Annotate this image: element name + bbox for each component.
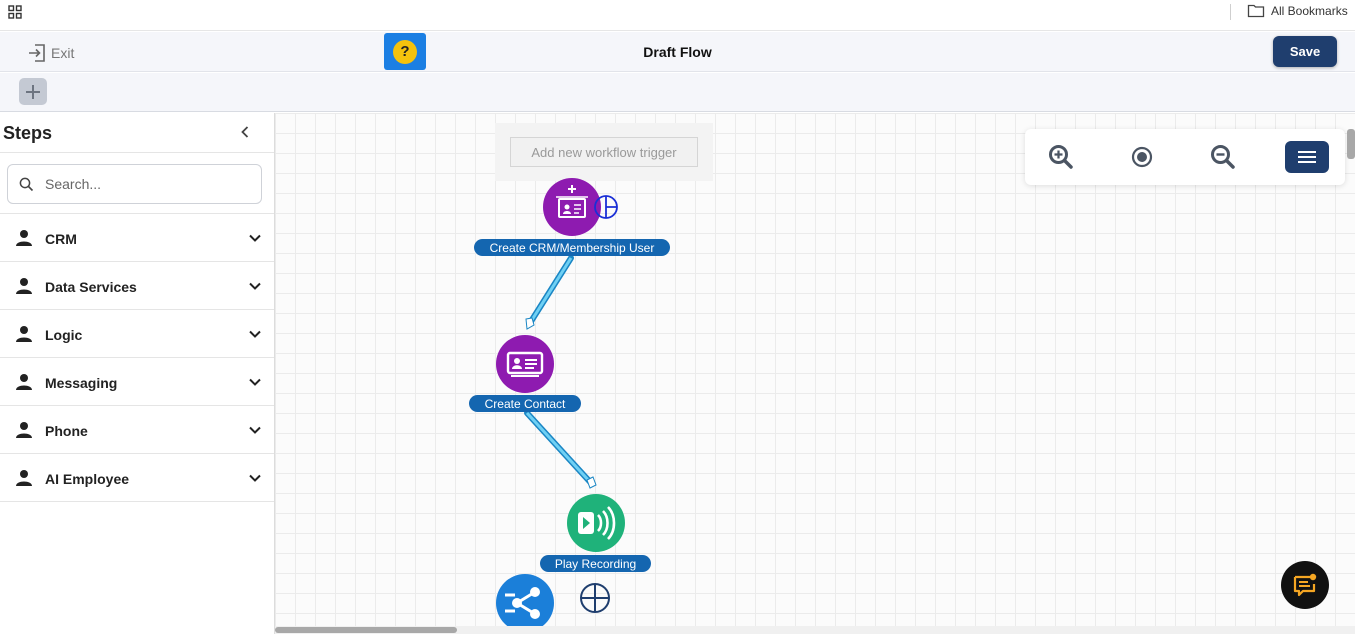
play-recording-icon[interactable] — [566, 493, 626, 553]
save-button[interactable]: Save — [1273, 36, 1337, 67]
category-label: Phone — [45, 423, 88, 439]
chevron-down-icon — [249, 330, 261, 338]
category-label: Messaging — [45, 375, 118, 391]
person-icon — [16, 470, 32, 486]
crm-user-icon[interactable] — [542, 177, 602, 237]
connector-2-inner — [525, 411, 593, 485]
category-phone[interactable]: Phone — [0, 406, 274, 454]
category-label: Logic — [45, 327, 83, 343]
vertical-scrollbar[interactable] — [1347, 129, 1355, 159]
person-icon — [16, 326, 32, 342]
trigger-area: Add new workflow trigger — [495, 123, 713, 181]
contact-card-icon[interactable] — [495, 334, 555, 394]
category-label: Data Services — [45, 279, 137, 295]
search-input[interactable] — [45, 174, 255, 194]
search-box — [7, 164, 262, 204]
step-categories: CRM Data Services Logic Messaging Phone … — [0, 213, 274, 502]
steps-sidebar: Steps CRM Data Services Logic Mess — [0, 113, 275, 634]
chat-widget-button[interactable] — [1281, 561, 1329, 609]
zoom-controls — [1025, 129, 1345, 185]
reset-zoom-icon[interactable] — [1131, 144, 1153, 170]
person-icon — [16, 230, 32, 246]
connector-2-end — [586, 476, 597, 489]
bookmarks-bar: All Bookmarks — [0, 0, 1355, 31]
category-logic[interactable]: Logic — [0, 310, 274, 358]
sidebar-header: Steps — [0, 113, 274, 153]
connector-1-inner — [528, 257, 573, 324]
canvas-toolbar — [0, 73, 1355, 112]
exit-button[interactable]: Exit — [27, 43, 74, 63]
chevron-down-icon — [249, 282, 261, 290]
workflow-canvas[interactable]: Add new workflow trigger Create CRM/Memb… — [275, 113, 1355, 626]
app-header: Exit ? Draft Flow Save — [0, 32, 1355, 72]
plus-icon — [26, 84, 40, 99]
hamburger-icon — [1298, 151, 1316, 163]
folder-icon[interactable] — [1247, 3, 1265, 18]
exit-label: Exit — [51, 45, 75, 61]
search-icon — [19, 177, 34, 192]
horizontal-scrollbar[interactable] — [275, 626, 1355, 634]
add-branch-icon[interactable] — [579, 582, 611, 614]
node-label-create-contact[interactable]: Create Contact — [469, 395, 581, 412]
add-step-button[interactable] — [19, 78, 47, 105]
chevron-down-icon — [249, 234, 261, 242]
category-data-services[interactable]: Data Services — [0, 262, 274, 310]
add-branch-icon[interactable] — [593, 194, 619, 220]
category-ai-employee[interactable]: AI Employee — [0, 454, 274, 502]
category-messaging[interactable]: Messaging — [0, 358, 274, 406]
chat-icon — [1293, 573, 1317, 597]
apps-grid-icon[interactable] — [8, 5, 22, 19]
category-label: CRM — [45, 231, 77, 247]
chevron-down-icon — [249, 474, 261, 482]
canvas-menu-button[interactable] — [1285, 141, 1329, 173]
help-icon: ? — [393, 39, 417, 64]
category-crm[interactable]: CRM — [0, 214, 274, 262]
chevron-down-icon — [249, 378, 261, 386]
chevron-down-icon — [249, 426, 261, 434]
person-icon — [16, 278, 32, 294]
exit-icon — [29, 44, 45, 62]
page-title: Draft Flow — [643, 44, 712, 60]
flow-connectors — [524, 255, 597, 489]
sidebar-title: Steps — [3, 123, 53, 143]
share-icon[interactable] — [495, 573, 555, 626]
node-label-create-crm-user[interactable]: Create CRM/Membership User — [474, 239, 670, 256]
connector-1-end — [525, 317, 535, 330]
scrollbar-thumb[interactable] — [275, 627, 457, 633]
all-bookmarks-link[interactable]: All Bookmarks — [1271, 4, 1348, 18]
zoom-in-icon[interactable] — [1048, 144, 1074, 170]
category-label: AI Employee — [45, 471, 130, 487]
person-icon — [16, 422, 32, 438]
chevron-left-icon[interactable] — [238, 125, 252, 139]
zoom-out-icon[interactable] — [1210, 144, 1236, 170]
person-icon — [16, 374, 32, 390]
bookmarks-divider — [1230, 4, 1231, 20]
help-button[interactable]: ? — [384, 33, 426, 70]
add-trigger-button[interactable]: Add new workflow trigger — [510, 137, 698, 167]
node-label-play-recording[interactable]: Play Recording — [540, 555, 651, 572]
